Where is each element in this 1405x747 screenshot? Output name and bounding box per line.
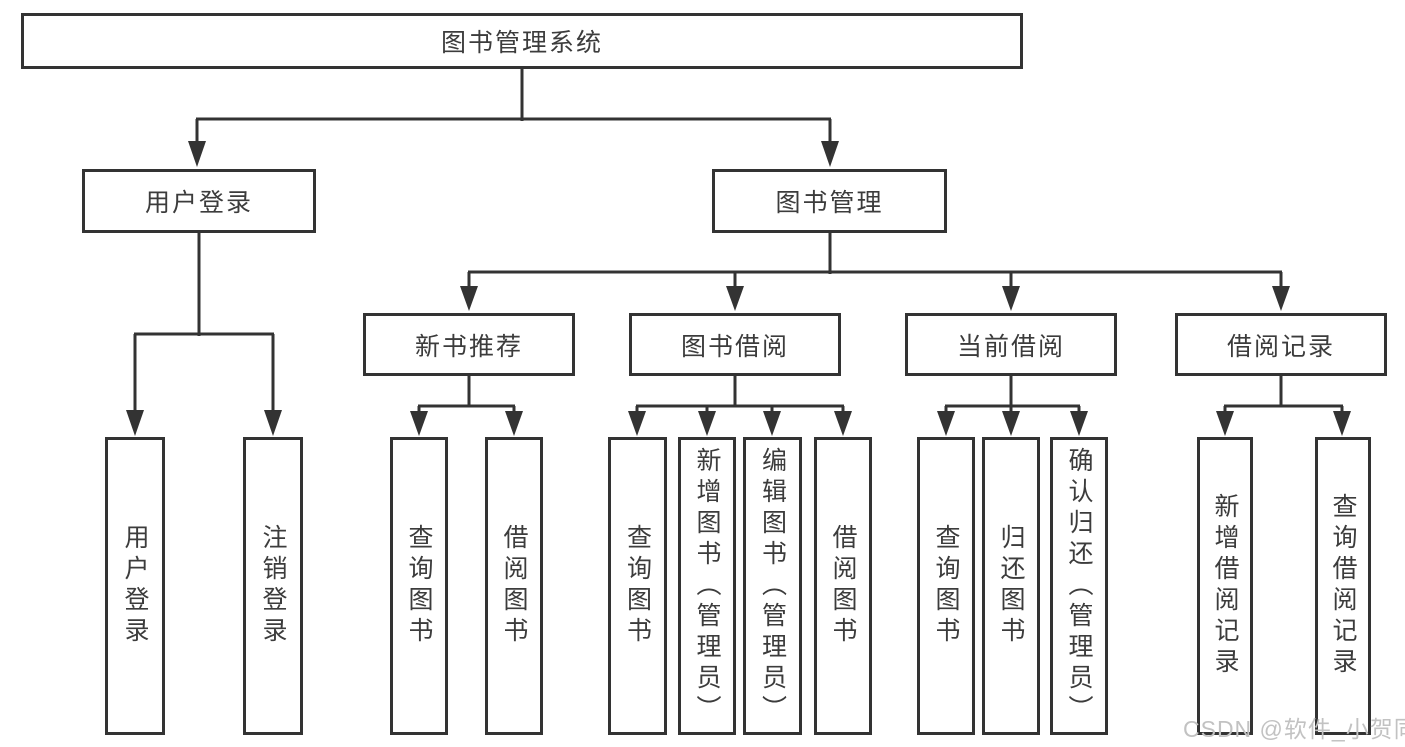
node-current-borrowing: 当前借阅 [905,313,1117,376]
leaf-label: 查询图书 [623,524,652,648]
leaf-borrow-books-recommend: 借阅图书 [485,437,543,735]
leaf-label: 查询图书 [932,524,960,648]
leaf-query-books-current: 查询图书 [917,437,975,735]
node-new-book-recommend: 新书推荐 [363,313,575,376]
leaf-add-borrow-record: 新增借阅记录 [1197,437,1253,735]
leaf-query-books-borrow: 查询图书 [608,437,667,735]
leaf-label: 查询借阅记录 [1329,493,1357,679]
leaf-label: 确认归还（管理员） [1065,446,1093,726]
leaf-query-books-recommend: 查询图书 [390,437,448,735]
node-root-system: 图书管理系统 [21,13,1023,69]
leaf-return-books: 归还图书 [982,437,1040,735]
leaf-label: 用户登录 [121,524,149,648]
leaf-label: 借阅图书 [829,524,857,648]
node-book-borrowing: 图书借阅 [629,313,841,376]
leaf-borrow-books: 借阅图书 [814,437,872,735]
node-user-login: 用户登录 [82,169,316,233]
node-borrowing-records: 借阅记录 [1175,313,1387,376]
leaf-edit-books-admin: 编辑图书（管理员） [743,437,802,735]
node-book-management: 图书管理 [712,169,947,233]
leaf-logout: 注销登录 [243,437,303,735]
leaf-query-borrow-record: 查询借阅记录 [1315,437,1371,735]
leaf-label: 编辑图书（管理员） [758,446,787,726]
leaf-label: 查询图书 [405,524,433,648]
leaf-label: 新增借阅记录 [1211,493,1239,679]
leaf-label: 借阅图书 [500,524,528,648]
leaf-confirm-return-admin: 确认归还（管理员） [1050,437,1108,735]
leaf-user-login: 用户登录 [105,437,165,735]
arrowheads [126,141,1351,436]
leaf-label: 归还图书 [997,524,1025,648]
csdn-watermark: CSDN @软件_小贺同学 [1183,716,1405,742]
leaf-label: 新增图书（管理员） [693,446,721,726]
leaf-add-books-admin: 新增图书（管理员） [678,437,736,735]
leaf-label: 注销登录 [259,524,287,648]
